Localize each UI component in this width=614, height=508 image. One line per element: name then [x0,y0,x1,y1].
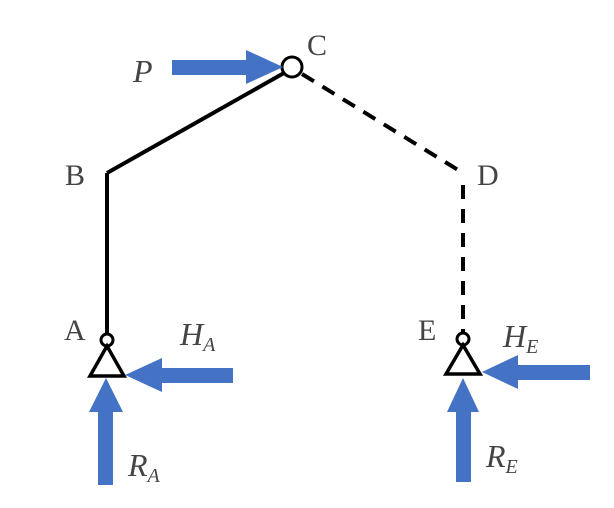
label-force-re-sub: E [505,456,518,478]
arrow-re [447,378,479,482]
member-cd [300,72,465,175]
label-force-he-sub: E [525,336,538,358]
label-force-ra-sub: A [146,465,161,487]
support-a [86,332,128,378]
member-bc [106,71,285,175]
support-e [442,331,484,376]
label-force-ha-main: H [179,316,205,352]
label-point-e: E [418,314,436,347]
arrow-p [172,50,283,84]
arrow-ra [89,378,123,485]
arrow-he [482,355,590,389]
label-force-he-main: H [502,318,528,354]
label-point-d: D [477,159,499,192]
label-force-p: P [132,53,153,89]
label-force-p-main: P [132,53,153,89]
label-force-he: HE [502,318,538,358]
label-point-a: A [64,314,86,347]
label-force-ra: RA [127,447,161,487]
label-point-c: C [307,29,327,62]
label-point-b: B [65,159,85,192]
arrow-ha [125,358,233,392]
label-force-ha: HA [179,316,216,356]
label-force-ra-main: R [127,447,148,483]
label-force-re-main: R [485,438,506,474]
label-force-re: RE [485,438,518,478]
label-force-ha-sub: A [201,334,216,356]
hinge-c [280,55,304,79]
